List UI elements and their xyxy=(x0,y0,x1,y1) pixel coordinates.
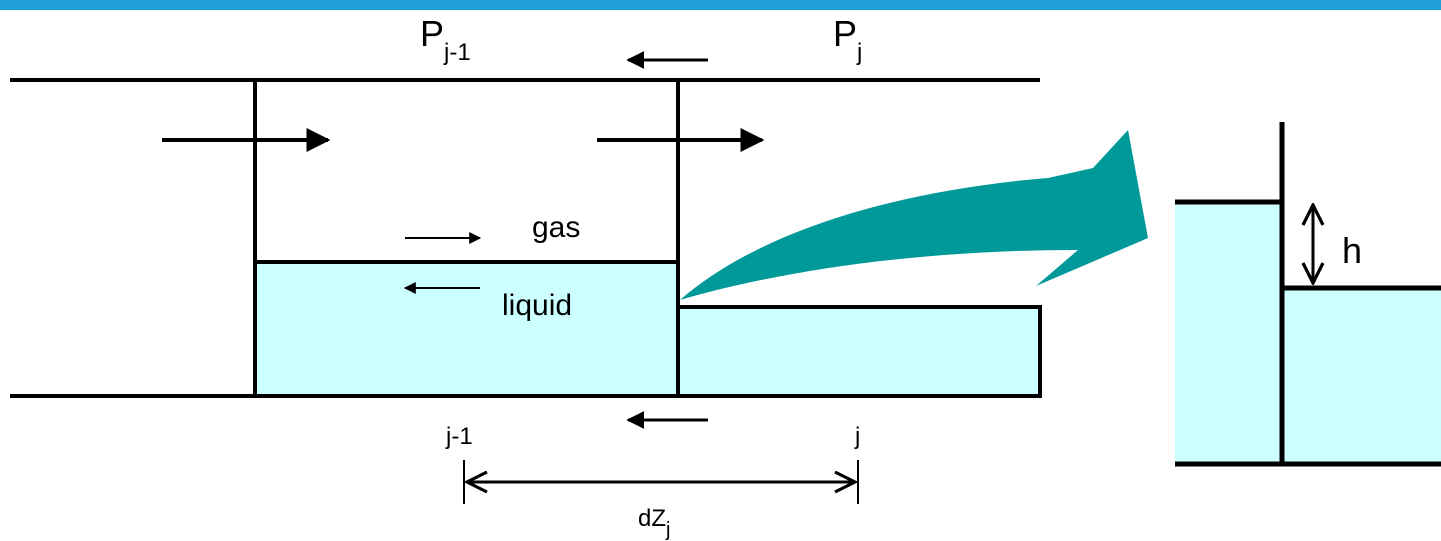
node-label-left: j-1 xyxy=(446,423,473,450)
height-label: h xyxy=(1342,230,1363,271)
gas-label: gas xyxy=(532,211,581,244)
liquid-region-left xyxy=(253,260,680,398)
pressure-label-right: Pj xyxy=(833,13,863,66)
inset-liquid-right xyxy=(1282,288,1441,464)
inset-liquid-left xyxy=(1175,202,1282,464)
top-accent-bar xyxy=(0,0,1441,10)
liquid-region-right xyxy=(676,305,1042,398)
node-label-right: j xyxy=(855,423,861,450)
liquid-label: liquid xyxy=(502,289,573,322)
dz-label: dZj xyxy=(638,505,671,541)
pressure-label-left: Pj-1 xyxy=(420,13,471,66)
curved-arrow-icon xyxy=(680,130,1148,300)
